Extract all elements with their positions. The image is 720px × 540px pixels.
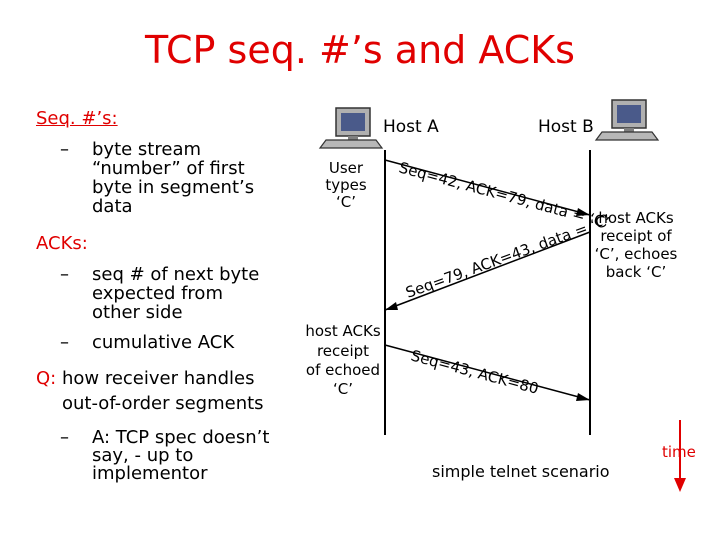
seq-bullet-dash: – — [60, 139, 69, 160]
user-types-line-2: types — [325, 176, 367, 194]
message-arrow-2 — [384, 231, 591, 311]
host-b-computer-icon — [594, 99, 660, 141]
host-b-note-line-2: receipt of — [600, 227, 672, 245]
message-label-2: Seq=79, ACK=43, data = ‘C’ — [403, 211, 613, 302]
ack-bullet1-line-3: other side — [92, 302, 183, 323]
message-arrow-3-head — [576, 393, 590, 401]
question-line-2: out-of-order segments — [62, 393, 264, 414]
answer-dash: – — [60, 427, 69, 448]
user-types-line-3: ‘C’ — [335, 193, 356, 211]
host-a-label: Host A — [383, 117, 439, 137]
slide-title: TCP seq. #’s and ACKs — [145, 28, 575, 72]
host-a-note-line-1: host ACKs — [305, 322, 381, 340]
ack-bullet1-line-2: expected from — [92, 283, 223, 304]
ack-bullet1-dash: – — [60, 264, 69, 285]
host-b-note-line-3: ‘C’, echoes — [594, 245, 678, 263]
time-label: time — [662, 443, 696, 461]
seq-heading: Seq. #’s: — [36, 108, 118, 129]
message-arrow-1 — [384, 159, 591, 216]
message-arrow-3 — [384, 344, 591, 401]
seq-bullet-line-1: byte stream — [92, 139, 202, 160]
host-a-note-line-2: receipt — [316, 342, 370, 360]
ack-bullet2-dash: – — [60, 332, 69, 353]
message-arrow-2-head — [385, 302, 398, 310]
host-a-note-line-4: ‘C’ — [332, 380, 353, 398]
host-b-note-line-4: back ‘C’ — [605, 263, 667, 281]
message-arrow-1-head — [576, 208, 590, 216]
host-a-computer-icon — [318, 107, 384, 149]
host-b-note-line-1: host ACKs — [598, 209, 674, 227]
diagram-caption: simple telnet scenario — [432, 462, 610, 481]
question-line-1: Q: how receiver handles — [36, 369, 254, 388]
answer-line-1: A: TCP spec doesn’t — [92, 427, 270, 448]
acks-heading: ACKs: — [36, 233, 88, 254]
host-a-note-line-3: of echoed — [305, 361, 381, 379]
ack-bullet1-line-1: seq # of next byte — [92, 264, 260, 285]
seq-bullet-line-4: data — [92, 196, 133, 217]
answer-line-3: implementor — [92, 463, 208, 484]
seq-bullet-line-2: “number” of first — [92, 158, 245, 179]
answer-line-2: say, - up to — [92, 445, 194, 466]
seq-bullet-line-3: byte in segment’s — [92, 177, 255, 198]
ack-bullet2-text: cumulative ACK — [92, 332, 235, 353]
user-types-line-1: User — [328, 159, 364, 177]
question-text: how receiver handles — [56, 368, 255, 389]
host-b-label: Host B — [538, 117, 594, 137]
question-prefix: Q: — [36, 368, 57, 389]
time-arrow-head — [674, 478, 686, 492]
message-label-3: Seq=43, ACK=80 — [409, 346, 541, 397]
